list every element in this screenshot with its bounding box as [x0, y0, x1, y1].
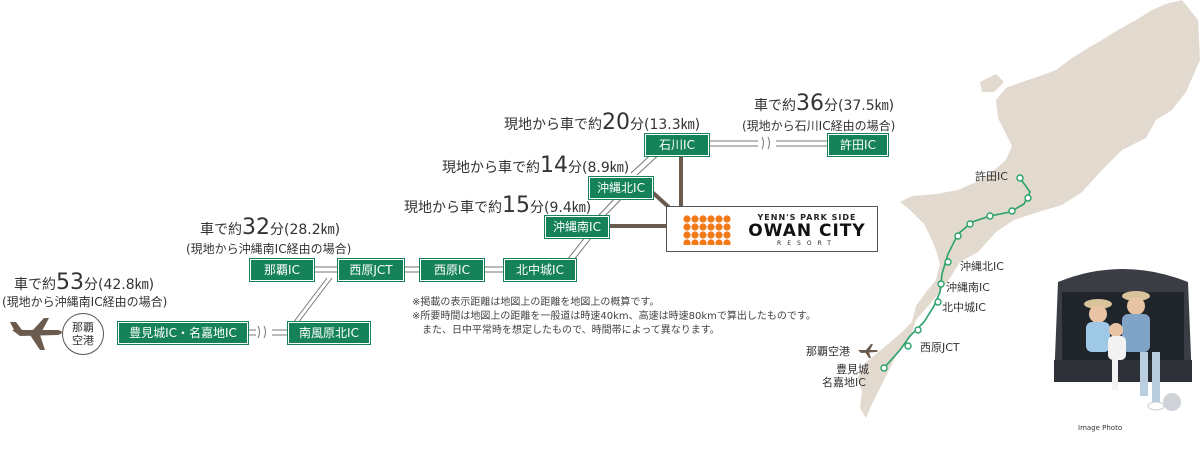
- time-okinawa-minami: 現地から車で約15分(9.4㎞): [404, 193, 592, 218]
- map-label-okinawa-kita: 沖縄北IC: [960, 260, 1004, 273]
- family-photo: [1052, 262, 1194, 414]
- ic-nishihara-jct: 西原JCT: [338, 259, 404, 281]
- ic-ishikawa: 石川IC: [645, 134, 709, 156]
- airport-line1: 那覇: [72, 321, 94, 334]
- ic-kyoda: 許田IC: [828, 134, 888, 156]
- resort-logo: YENN'S PARK SIDE OWAN CITY RESORT: [666, 206, 878, 252]
- time-ishikawa: 現地から車で約20分(13.3㎞): [504, 110, 701, 135]
- notes: ※掲載の表示距離は地図上の距離を地図上の概算です。 ※所要時間は地図上の距離を一…: [412, 296, 816, 338]
- map-label-tomigusuku-2: 名嘉地IC: [822, 376, 866, 389]
- note-naha-ic: (現地から沖縄南IC経由の場合): [186, 242, 352, 256]
- ic-naha: 那覇IC: [250, 259, 314, 281]
- map-label-kitanakagusuku: 北中城IC: [942, 301, 986, 314]
- okinawa-island-map: [858, 0, 1200, 418]
- ic-okinawa-minami: 沖縄南IC: [545, 216, 609, 238]
- map-ic-markers: [880, 174, 1032, 372]
- map-label-nishihara-jct: 西原JCT: [920, 341, 960, 354]
- map-label-kyoda: 許田IC: [975, 170, 1008, 183]
- ic-haebaru-kita: 南風原北IC: [288, 322, 370, 344]
- family-photo-illustration: [1052, 262, 1194, 414]
- note-line: ※掲載の表示距離は地図上の距離を地図上の概算です。: [412, 297, 660, 308]
- note-line: ※所要時間は地図上の距離を一般道は時速40km、高速は時速80kmで算出したもの…: [412, 311, 816, 322]
- ic-kitanakagusuku: 北中城IC: [504, 259, 576, 281]
- time-okinawa-kita: 現地から車で約14分(8.9㎞): [442, 153, 630, 178]
- island-islet: [980, 74, 1004, 92]
- naha-airport-badge: 那覇 空港: [62, 313, 104, 355]
- ic-okinawa-kita: 沖縄北IC: [589, 177, 653, 199]
- map-airplane-icon: [858, 344, 878, 358]
- map-label-tomigusuku-1: 豊見城: [836, 363, 869, 376]
- time-airport: 車で約53分(42.8㎞): [14, 270, 155, 295]
- time-naha-ic: 車で約32分(28.2㎞): [200, 215, 341, 240]
- airplane-icon: [10, 318, 62, 350]
- map-label-okinawa-minami: 沖縄南IC: [946, 281, 990, 294]
- ic-tomigusuku: 豊見城IC・名嘉地IC: [118, 322, 248, 344]
- time-kyoda: 車で約36分(37.5㎞): [754, 91, 895, 116]
- logo-text: YENN'S PARK SIDE OWAN CITY RESORT: [745, 213, 869, 247]
- logo-sub-text: RESORT: [777, 240, 837, 247]
- note-line: また、日中平常時を想定したもので、時間帯によって異なります。: [412, 325, 720, 336]
- logo-main-text: OWAN CITY: [748, 221, 866, 241]
- island-shape: [858, 0, 1200, 418]
- logo-top-text: YENN'S PARK SIDE: [757, 213, 857, 222]
- ic-nishihara: 西原IC: [420, 259, 484, 281]
- airport-line2: 空港: [72, 334, 94, 347]
- note-airport: (現地から沖縄南IC経由の場合): [2, 295, 168, 309]
- logo-dots-icon: [683, 215, 731, 245]
- photo-caption: Image Photo: [1078, 424, 1123, 432]
- map-label-naha-airport: 那覇空港: [806, 345, 850, 358]
- note-kyoda: (現地から石川IC経由の場合): [742, 119, 896, 133]
